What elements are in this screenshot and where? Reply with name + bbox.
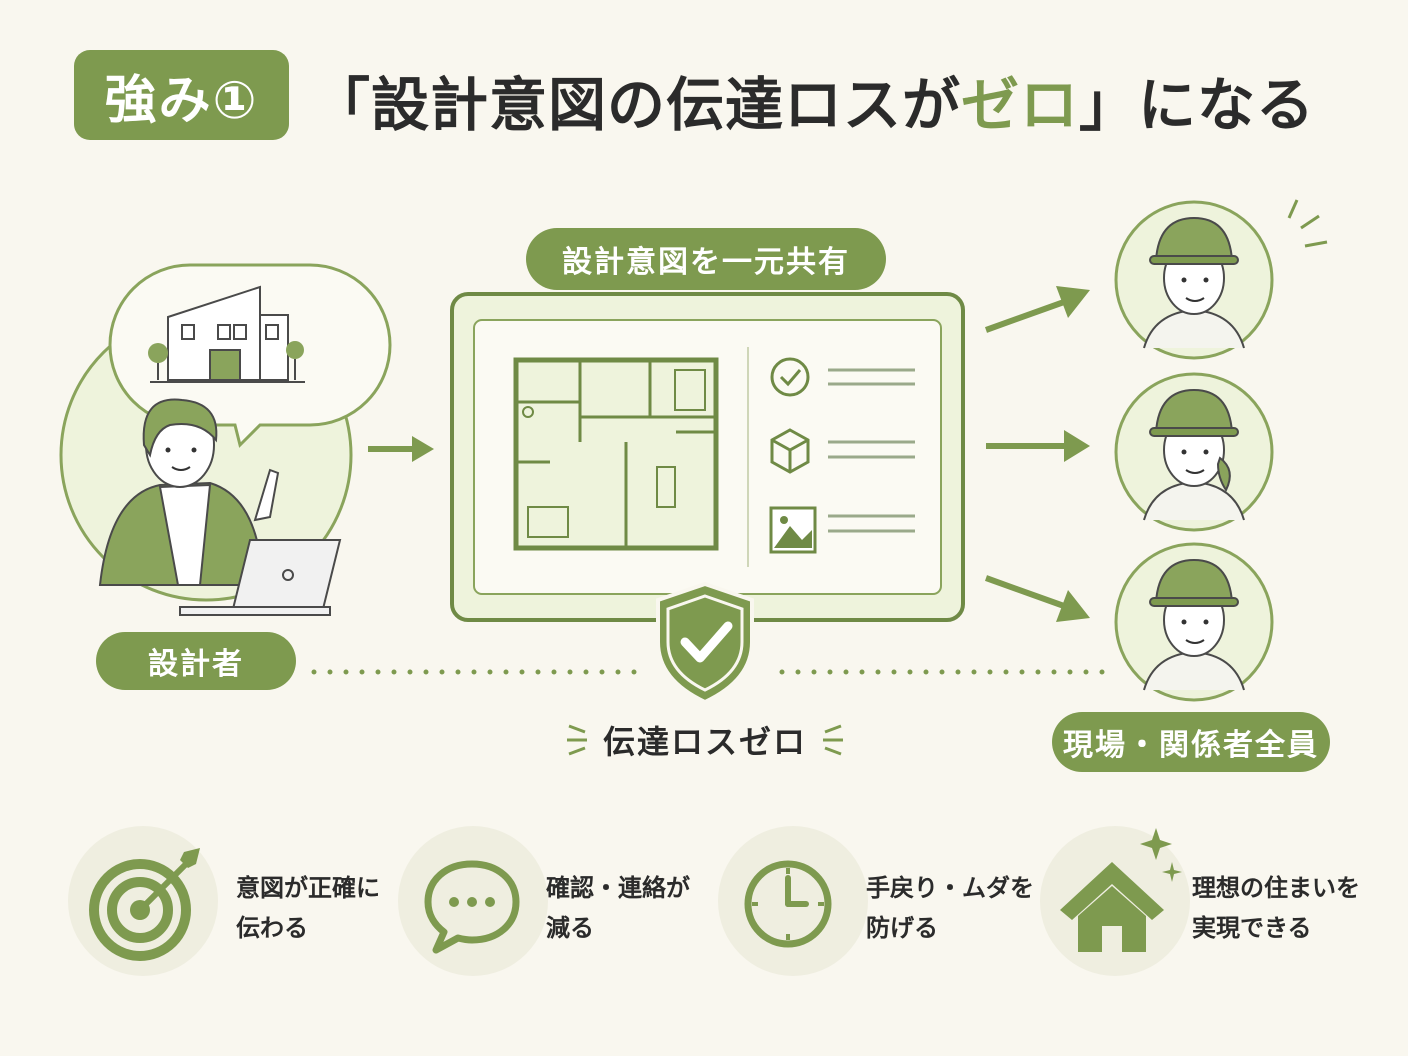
zero-loss-text: 伝達ロスゼロ bbox=[602, 723, 807, 761]
benefit-1-text: 意図が正確に 伝わる bbox=[236, 868, 380, 948]
share-label: 設計意図を一元共有 bbox=[526, 228, 886, 290]
target-icon bbox=[89, 848, 200, 961]
benefit-3-text: 手戻り・ムダを 防げる bbox=[866, 868, 1034, 948]
worker-1-avatar bbox=[1114, 200, 1274, 360]
sparkle-right-icon bbox=[823, 724, 843, 756]
benefit-3-line1: 手戻り・ムダを bbox=[866, 874, 1034, 902]
title-prefix: 「設計意図の伝達ロスが bbox=[312, 71, 962, 139]
floor-plan-icon bbox=[513, 357, 719, 551]
benefit-3-line2: 防げる bbox=[866, 914, 938, 942]
arrow-down-right-icon bbox=[984, 575, 1090, 622]
worker-3-avatar bbox=[1114, 542, 1274, 702]
worker-2-avatar bbox=[1114, 372, 1274, 532]
chat-bubble-icon bbox=[424, 860, 520, 954]
arrow-right-icon bbox=[368, 436, 434, 462]
clock-icon bbox=[744, 860, 832, 948]
strength-badge: 強み① bbox=[74, 50, 289, 140]
house-drawing-icon bbox=[150, 285, 305, 383]
title-accent: ゼロ bbox=[961, 71, 1080, 139]
shield-check-icon bbox=[656, 581, 754, 705]
benefit-4-text: 理想の住まいを 実現できる bbox=[1192, 868, 1360, 948]
image-icon bbox=[769, 506, 817, 554]
arrow-up-right-icon bbox=[984, 286, 1090, 333]
arrow-right-icon-2 bbox=[986, 430, 1090, 462]
benefit-2-text: 確認・連絡が 減る bbox=[546, 868, 690, 948]
laptop-icon bbox=[179, 539, 342, 616]
workers-label: 現場・関係者全員 bbox=[1052, 712, 1330, 772]
benefit-1-line1: 意図が正確に bbox=[236, 874, 380, 902]
benefit-4-line1: 理想の住まいを bbox=[1192, 874, 1360, 902]
sparkle-left-icon bbox=[566, 724, 587, 756]
benefit-4-line2: 実現できる bbox=[1192, 914, 1312, 942]
house-icon bbox=[1060, 828, 1182, 952]
designer-person-icon bbox=[98, 398, 280, 586]
dotted-line-right bbox=[779, 669, 1107, 675]
title-suffix: 」になる bbox=[1079, 71, 1316, 139]
cube-icon bbox=[770, 428, 810, 474]
benefit-1-line2: 伝わる bbox=[236, 914, 308, 942]
page-title: 「設計意図の伝達ロスがゼロ」になる bbox=[312, 58, 1315, 142]
designer-label: 設計者 bbox=[96, 632, 296, 690]
dotted-line-left bbox=[311, 669, 639, 675]
sparkle-lines-icon bbox=[1287, 199, 1328, 248]
check-circle-icon bbox=[770, 357, 810, 397]
tablet-icon bbox=[450, 292, 965, 622]
designer-illustration bbox=[59, 263, 392, 616]
zero-loss-label: 伝達ロスゼロ bbox=[560, 712, 850, 768]
benefit-2-line1: 確認・連絡が bbox=[546, 874, 690, 902]
benefit-2-line2: 減る bbox=[546, 914, 594, 942]
